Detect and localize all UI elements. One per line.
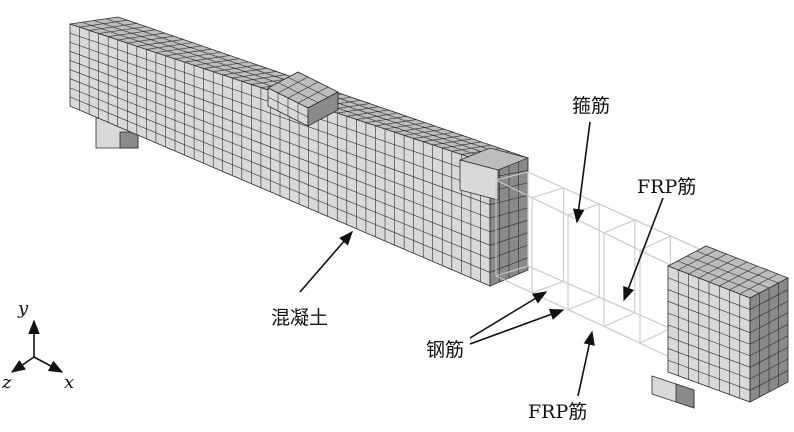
mesh-line	[667, 277, 751, 310]
mesh-line	[686, 255, 770, 289]
z-axis-arrow	[10, 356, 35, 373]
mesh-line	[696, 250, 779, 284]
load-block	[267, 71, 339, 127]
mesh-line	[277, 82, 319, 103]
stirrup-segment	[495, 171, 529, 181]
mesh-line	[69, 96, 491, 273]
stirrup-segment	[639, 327, 671, 344]
mesh-line	[287, 77, 329, 98]
mesh-line	[69, 51, 491, 205]
label-frp-top: FRP筋	[637, 176, 697, 198]
right-end-block	[651, 245, 789, 409]
mesh-line	[667, 348, 751, 380]
label-concrete: 混凝土	[271, 307, 329, 329]
mesh-line	[749, 335, 789, 357]
mesh-line	[667, 359, 751, 391]
right-block-mesh	[667, 249, 789, 399]
mesh-line	[749, 300, 789, 322]
mesh-line	[749, 370, 789, 391]
mesh-line	[667, 289, 751, 322]
mesh-line	[69, 87, 491, 260]
stirrup-segment	[603, 219, 636, 234]
mesh-line	[677, 260, 760, 294]
axis-triad	[10, 319, 64, 373]
mesh-line	[667, 324, 751, 357]
arrow-steel-1	[469, 291, 548, 339]
mesh-line	[277, 76, 309, 94]
mesh-line	[69, 41, 491, 192]
stirrup-segment	[603, 312, 636, 327]
mesh-line	[749, 358, 789, 380]
x-axis-arrow	[33, 356, 64, 373]
stirrup-segment	[531, 187, 564, 199]
beam-end-cap	[458, 147, 530, 201]
axis-label-y: y	[18, 298, 29, 319]
stirrup-segment	[639, 235, 671, 251]
arrow-steel-2	[469, 309, 565, 345]
mesh-line	[287, 81, 319, 99]
label-frp-bottom: FRP筋	[528, 401, 588, 423]
arrow-frp-top	[623, 197, 664, 302]
load-block-mesh	[267, 76, 329, 121]
label-steel: 钢筋	[426, 339, 465, 361]
mesh-line	[667, 301, 751, 333]
concrete-beam	[69, 16, 529, 287]
mesh-line	[69, 60, 491, 219]
arrow-concrete	[299, 230, 353, 293]
mesh-line	[749, 323, 789, 345]
arrow-frp-bottom	[577, 330, 595, 397]
annotation-arrows	[299, 121, 664, 397]
mesh-line	[297, 86, 329, 104]
stirrup-segment	[495, 265, 529, 277]
label-stirrup: 箍筋	[572, 95, 611, 117]
mesh-line	[749, 347, 789, 368]
arrow-stirrup	[572, 121, 591, 224]
longitudinal-bar	[495, 179, 677, 269]
mesh-line	[267, 96, 309, 118]
stirrup-segment	[567, 203, 600, 216]
stirrup-segment	[531, 281, 564, 294]
longitudinal-bar	[527, 171, 707, 253]
mesh-line	[69, 78, 491, 246]
stirrup-segment	[567, 296, 600, 311]
mesh-line	[749, 289, 789, 310]
axis-label-z: z	[2, 372, 12, 393]
mesh-line	[749, 312, 789, 333]
mesh-line	[667, 312, 751, 345]
axis-label-x: x	[64, 372, 75, 393]
mesh-line	[69, 69, 491, 233]
longitudinal-bar	[495, 275, 677, 361]
mesh-line	[667, 336, 751, 368]
